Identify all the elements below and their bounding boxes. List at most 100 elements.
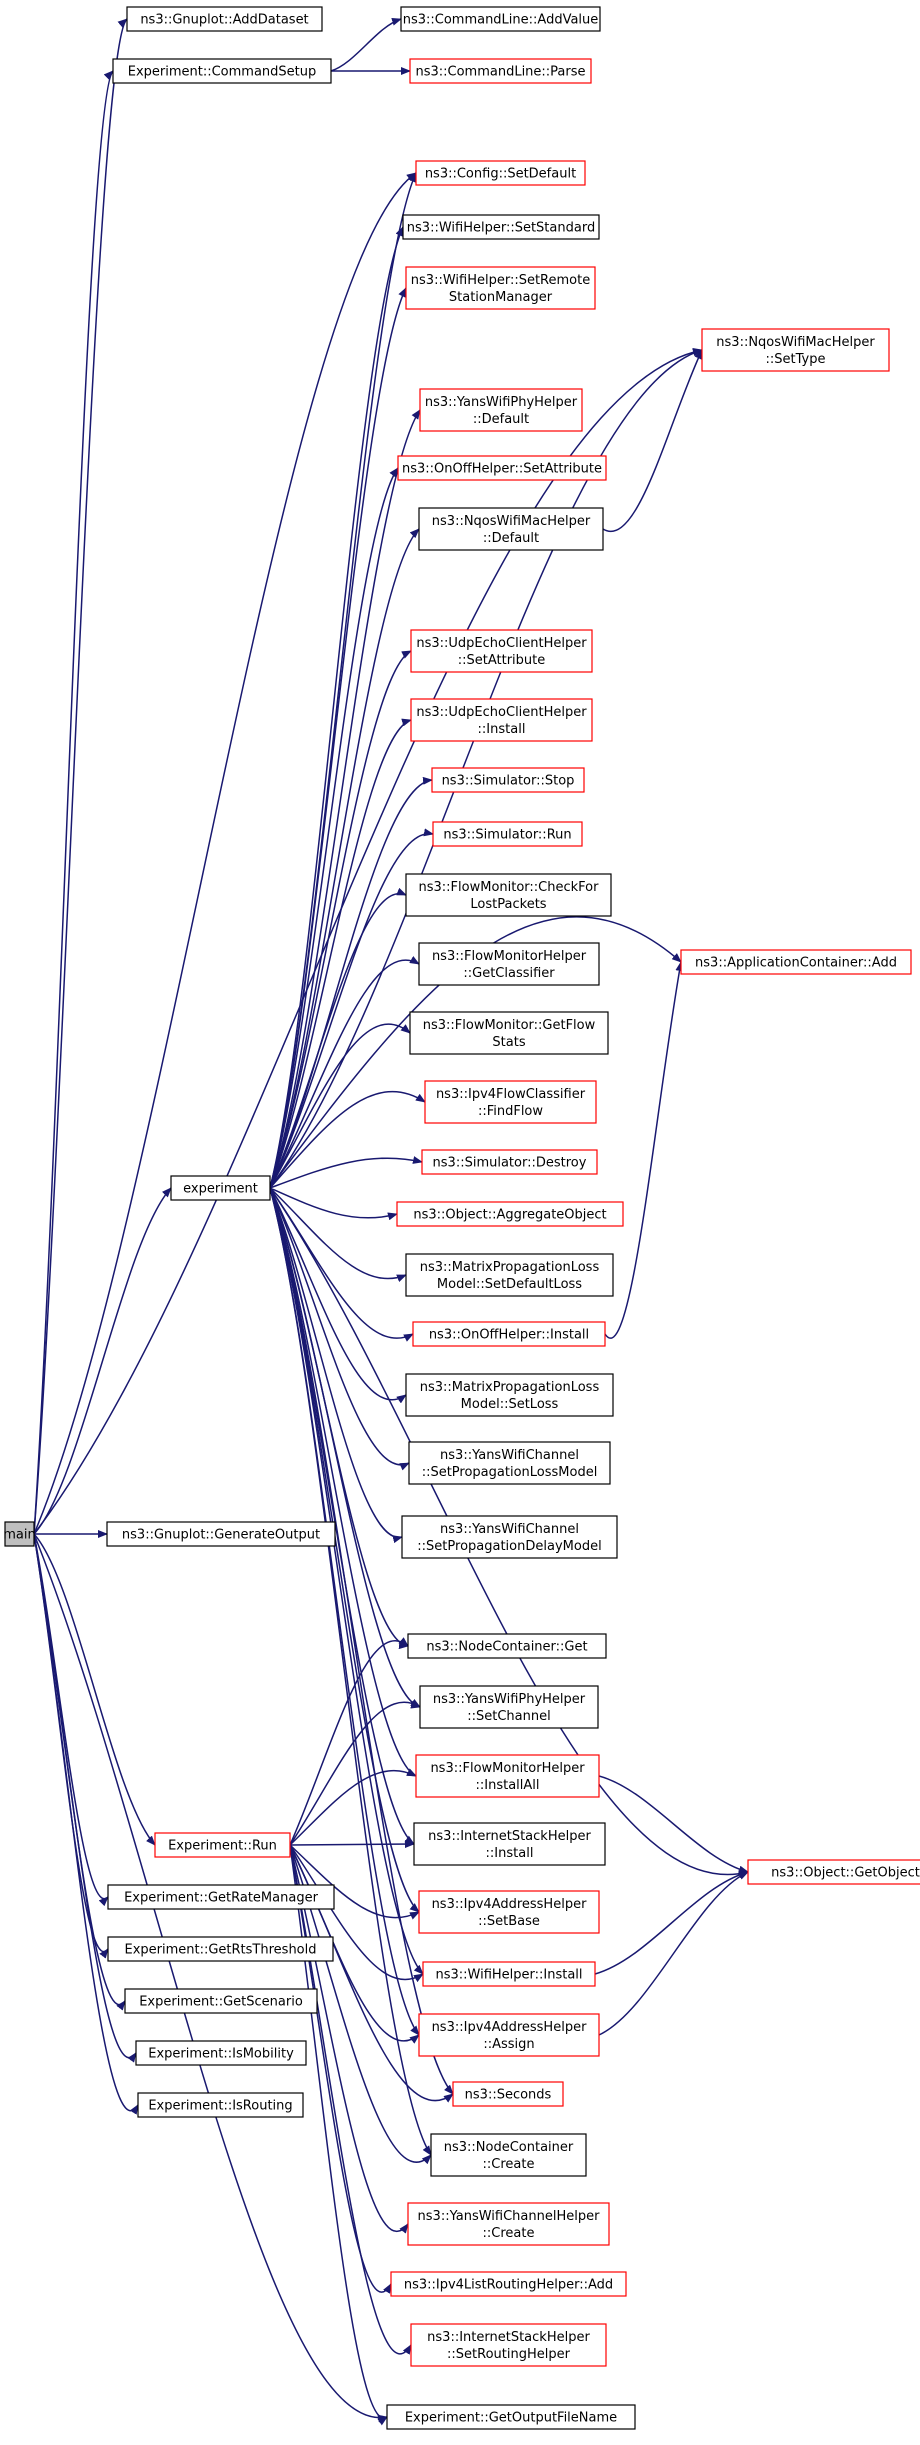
node-box[interactable] bbox=[680, 949, 912, 975]
node-box[interactable] bbox=[452, 2081, 564, 2107]
node-box[interactable] bbox=[400, 6, 601, 32]
node-is_mobility[interactable]: Experiment::IsMobility bbox=[135, 2040, 307, 2066]
node-gnuplot_add_dataset[interactable]: ns3::Gnuplot::AddDataset bbox=[126, 6, 323, 32]
node-box[interactable] bbox=[419, 1685, 599, 1729]
node-box[interactable] bbox=[747, 1859, 920, 1885]
node-wifihelper_install[interactable]: ns3::WifiHelper::Install bbox=[422, 1961, 596, 1987]
node-box[interactable] bbox=[107, 1884, 335, 1910]
node-box[interactable] bbox=[432, 821, 583, 847]
node-box[interactable] bbox=[410, 629, 593, 673]
node-box[interactable] bbox=[431, 767, 585, 793]
node-box[interactable] bbox=[415, 1754, 600, 1798]
node-box[interactable] bbox=[418, 507, 604, 551]
node-config_set_default[interactable]: ns3::Config::SetDefault bbox=[415, 160, 586, 186]
node-cmdline_add_value[interactable]: ns3::CommandLine::AddValue bbox=[400, 6, 601, 32]
node-yans_chan_set_delay_model[interactable]: ns3::YansWifiChannel::SetPropagationDela… bbox=[401, 1515, 618, 1559]
node-box[interactable] bbox=[422, 1961, 596, 1987]
node-internetstack_install[interactable]: ns3::InternetStackHelper::Install bbox=[413, 1822, 606, 1866]
node-nqos_default[interactable]: ns3::NqosWifiMacHelper::Default bbox=[418, 507, 604, 551]
node-box[interactable] bbox=[418, 942, 600, 986]
node-wifihelper_set_standard[interactable]: ns3::WifiHelper::SetStandard bbox=[402, 214, 600, 240]
node-box[interactable] bbox=[135, 2040, 307, 2066]
node-get_scenario[interactable]: Experiment::GetScenario bbox=[124, 1988, 318, 2014]
node-nodecontainer_create[interactable]: ns3::NodeContainer::Create bbox=[430, 2133, 587, 2177]
node-onoff_set_attribute[interactable]: ns3::OnOffHelper::SetAttribute bbox=[397, 455, 607, 481]
node-box[interactable] bbox=[396, 1201, 624, 1227]
node-box[interactable] bbox=[405, 1253, 614, 1297]
node-nqos_set_type[interactable]: ns3::NqosWifiMacHelper::SetType bbox=[701, 328, 890, 372]
node-box[interactable] bbox=[407, 2202, 610, 2246]
node-app_container_add[interactable]: ns3::ApplicationContainer::Add bbox=[680, 949, 912, 975]
node-udpecho_set_attribute[interactable]: ns3::UdpEchoClientHelper::SetAttribute bbox=[410, 629, 593, 673]
node-gnuplot_generate_output[interactable]: ns3::Gnuplot::GenerateOutput bbox=[106, 1521, 336, 1547]
node-flowmonhelper_install_all[interactable]: ns3::FlowMonitorHelper::InstallAll bbox=[415, 1754, 600, 1798]
node-box[interactable] bbox=[386, 2404, 636, 2430]
node-get_output_file_name[interactable]: Experiment::GetOutputFileName bbox=[386, 2404, 636, 2430]
node-box[interactable] bbox=[402, 214, 600, 240]
node-box[interactable] bbox=[418, 1890, 600, 1934]
node-box[interactable] bbox=[415, 160, 586, 186]
node-box[interactable] bbox=[430, 2133, 587, 2177]
node-seconds[interactable]: ns3::Seconds bbox=[452, 2081, 564, 2107]
node-box[interactable] bbox=[154, 1832, 291, 1858]
node-nodecontainer_get[interactable]: ns3::NodeContainer::Get bbox=[407, 1633, 607, 1659]
node-yans_phy_default[interactable]: ns3::YansWifiPhyHelper::Default bbox=[419, 388, 583, 432]
node-internetstack_set_routing[interactable]: ns3::InternetStackHelper::SetRoutingHelp… bbox=[410, 2323, 607, 2367]
node-command_setup[interactable]: Experiment::CommandSetup bbox=[112, 58, 332, 84]
node-box[interactable] bbox=[137, 2092, 304, 2118]
node-ipv4addr_set_base[interactable]: ns3::Ipv4AddressHelper::SetBase bbox=[418, 1890, 600, 1934]
node-box[interactable] bbox=[413, 1822, 606, 1866]
node-box[interactable] bbox=[390, 2271, 627, 2297]
node-box[interactable] bbox=[421, 1149, 598, 1175]
node-box[interactable] bbox=[112, 58, 332, 84]
node-box[interactable] bbox=[407, 1633, 607, 1659]
node-get_rate_manager[interactable]: Experiment::GetRateManager bbox=[107, 1884, 335, 1910]
node-object_get_object[interactable]: ns3::Object::GetObject bbox=[747, 1859, 920, 1885]
node-yans_chan_set_loss_model[interactable]: ns3::YansWifiChannel::SetPropagationLoss… bbox=[408, 1441, 611, 1485]
node-matrix_set_default_loss[interactable]: ns3::MatrixPropagationLossModel::SetDefa… bbox=[405, 1253, 614, 1297]
node-simulator_destroy[interactable]: ns3::Simulator::Destroy bbox=[421, 1149, 598, 1175]
node-experiment_run[interactable]: Experiment::Run bbox=[154, 1832, 291, 1858]
node-box[interactable] bbox=[408, 1441, 611, 1485]
node-box[interactable] bbox=[405, 1373, 614, 1417]
node-box[interactable] bbox=[405, 873, 612, 917]
node-box[interactable] bbox=[170, 1175, 271, 1201]
node-main[interactable]: main bbox=[3, 1521, 36, 1547]
node-box[interactable] bbox=[409, 58, 592, 84]
node-onoff_install[interactable]: ns3::OnOffHelper::Install bbox=[412, 1321, 606, 1347]
node-box[interactable] bbox=[409, 1011, 609, 1055]
node-get_rts_threshold[interactable]: Experiment::GetRtsThreshold bbox=[107, 1936, 334, 1962]
node-flowmonhelper_get_classifier[interactable]: ns3::FlowMonitorHelper::GetClassifier bbox=[418, 942, 600, 986]
node-box[interactable] bbox=[397, 455, 607, 481]
node-udpecho_install[interactable]: ns3::UdpEchoClientHelper::Install bbox=[410, 698, 593, 742]
node-object_aggregate[interactable]: ns3::Object::AggregateObject bbox=[396, 1201, 624, 1227]
node-ipv4addr_assign[interactable]: ns3::Ipv4AddressHelper::Assign bbox=[418, 2013, 600, 2057]
node-ipv4list_add[interactable]: ns3::Ipv4ListRoutingHelper::Add bbox=[390, 2271, 627, 2297]
node-box[interactable] bbox=[107, 1936, 334, 1962]
node-box[interactable] bbox=[401, 1515, 618, 1559]
node-box[interactable] bbox=[410, 2323, 607, 2367]
node-experiment[interactable]: experiment bbox=[170, 1175, 271, 1201]
node-simulator_run[interactable]: ns3::Simulator::Run bbox=[432, 821, 583, 847]
node-box[interactable] bbox=[410, 698, 593, 742]
node-box[interactable] bbox=[424, 1080, 597, 1124]
node-cmdline_parse[interactable]: ns3::CommandLine::Parse bbox=[409, 58, 592, 84]
node-box[interactable] bbox=[418, 2013, 600, 2057]
node-box[interactable] bbox=[419, 388, 583, 432]
node-box[interactable] bbox=[701, 328, 890, 372]
node-box[interactable] bbox=[124, 1988, 318, 2014]
node-ipv4flow_find_flow[interactable]: ns3::Ipv4FlowClassifier::FindFlow bbox=[424, 1080, 597, 1124]
node-simulator_stop[interactable]: ns3::Simulator::Stop bbox=[431, 767, 585, 793]
node-box[interactable] bbox=[126, 6, 323, 32]
node-box[interactable] bbox=[412, 1321, 606, 1347]
node-box[interactable] bbox=[4, 1521, 35, 1547]
node-is_routing[interactable]: Experiment::IsRouting bbox=[137, 2092, 304, 2118]
node-yans_phy_set_channel[interactable]: ns3::YansWifiPhyHelper::SetChannel bbox=[419, 1685, 599, 1729]
node-box[interactable] bbox=[405, 266, 596, 310]
node-box[interactable] bbox=[106, 1521, 336, 1547]
node-yans_chanhelper_create[interactable]: ns3::YansWifiChannelHelper::Create bbox=[407, 2202, 610, 2246]
